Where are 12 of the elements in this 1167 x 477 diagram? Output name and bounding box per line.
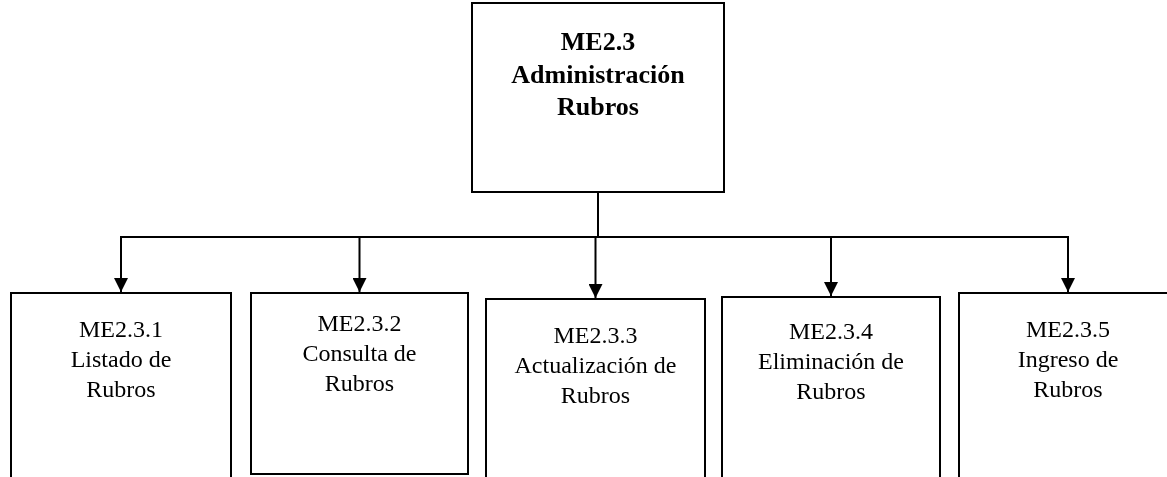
box-label: ME2.3.3 Actualización de Rubros (513, 321, 678, 410)
process-box (721, 296, 941, 477)
box-label: ME2.3.5 Ingreso de Rubros (1016, 315, 1120, 404)
process-box (10, 292, 232, 477)
process-box (485, 298, 706, 477)
box-label: ME2.3 Administración Rubros (510, 26, 686, 123)
box-label: ME2.3.1 Listado de Rubros (69, 315, 173, 404)
box-label: ME2.3.2 Consulta de Rubros (301, 309, 418, 398)
process-box (471, 2, 725, 193)
process-box (958, 292, 1167, 477)
box-label: ME2.3.4 Eliminación de Rubros (757, 317, 905, 406)
process-box (250, 292, 469, 475)
